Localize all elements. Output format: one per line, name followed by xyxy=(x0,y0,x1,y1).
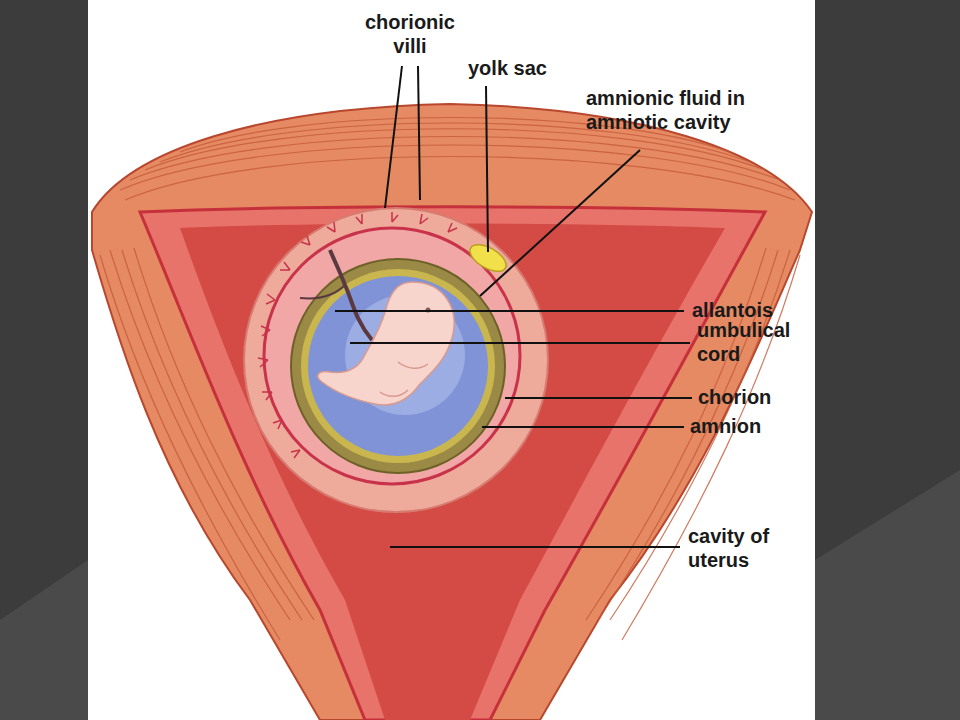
embryo-limb xyxy=(398,362,428,368)
amnion xyxy=(301,269,495,463)
white-panel xyxy=(88,0,815,720)
chorion xyxy=(291,259,505,473)
part-label: cavity of uterus xyxy=(688,524,806,572)
part-label: umbulical cord xyxy=(697,318,809,366)
endometrium xyxy=(140,207,765,720)
allantois xyxy=(300,285,345,298)
part-label: allantois xyxy=(692,298,807,322)
uterine-wall xyxy=(92,104,812,720)
slide-stripe xyxy=(815,470,960,720)
part-label: amnion xyxy=(690,414,805,438)
part-label: amnionic fluid in amniotic cavity xyxy=(586,86,812,134)
decidua xyxy=(244,208,548,512)
villi-ring xyxy=(264,228,520,484)
umbilical-cord xyxy=(330,250,372,340)
part-label: chorion xyxy=(698,385,810,409)
part-label: chorionic villi xyxy=(355,10,465,58)
part-label: yolk sac xyxy=(468,56,578,80)
embryo-limb xyxy=(380,390,408,396)
leader-lines xyxy=(335,66,692,547)
slide-stripe xyxy=(0,560,88,720)
amniotic-cavity xyxy=(308,276,488,456)
